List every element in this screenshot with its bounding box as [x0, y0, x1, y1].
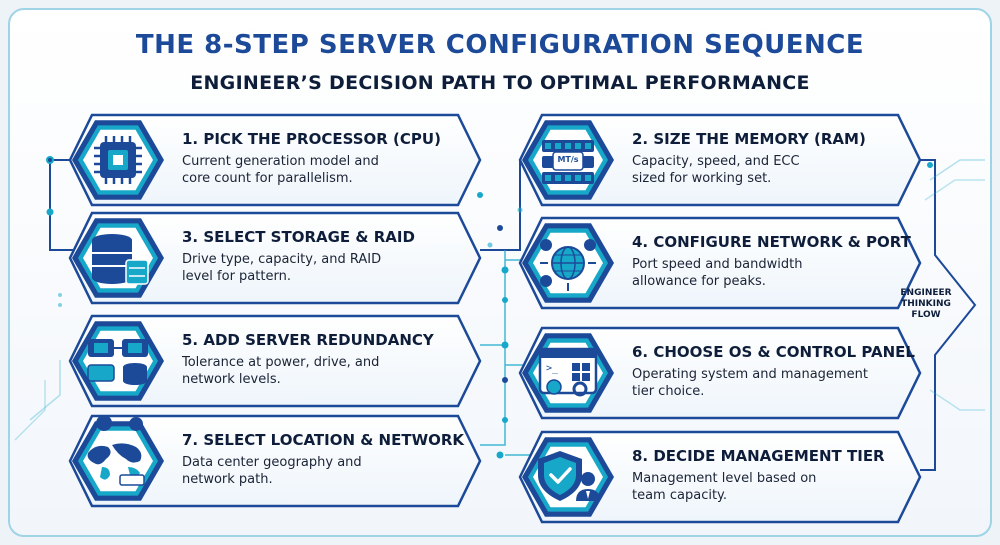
step-heading: 1. PICK THE PROCESSOR (CPU): [182, 130, 441, 148]
step-card-shape: >_: [518, 326, 922, 420]
step-card-6: >_ 6. CHOOSE OS & CONTROL PANEL Operating…: [518, 326, 922, 420]
step-card-shape: [68, 113, 482, 207]
step-description-line: Data center geography and: [182, 455, 362, 470]
step-card-shape: [68, 414, 482, 508]
world-map-icon: [87, 415, 145, 486]
step-description-line: Tolerance at power, drive, and: [182, 355, 380, 370]
step-description-line: Operating system and management: [632, 367, 868, 382]
step-description-line: team capacity.: [632, 488, 728, 503]
step-description-line: Port speed and bandwidth: [632, 257, 803, 272]
step-description-line: core count for parallelism.: [182, 171, 353, 186]
step-card-shape: [518, 113, 922, 207]
page-title: THE 8-STEP SERVER CONFIGURATION SEQUENCE: [135, 30, 865, 60]
step-description-line: Management level based on: [632, 471, 817, 486]
step-card-4: 4. CONFIGURE NETWORK & PORT Port speed an…: [518, 216, 922, 310]
flow-label: ENGINEER THINKING FLOW: [900, 288, 952, 320]
storage-icon: [92, 234, 149, 285]
step-heading: 8. DECIDE MANAGEMENT TIER: [632, 447, 885, 465]
step-card-shape: [68, 211, 482, 305]
svg-text:>_: >_: [546, 363, 559, 374]
step-card-7: 7. SELECT LOCATION & NETWORK Data center …: [68, 414, 482, 508]
step-card-shape: [518, 216, 922, 310]
step-description-line: level for pattern.: [182, 269, 291, 284]
step-description-line: network path.: [182, 472, 273, 487]
step-card-5: 5. ADD SERVER REDUNDANCY Tolerance at pow…: [68, 314, 482, 408]
step-description-line: tier choice.: [632, 384, 705, 399]
step-description-line: allowance for peaks.: [632, 274, 766, 289]
step-card-shape: [68, 314, 482, 408]
page-subtitle: ENGINEER’S DECISION PATH TO OPTIMAL PERF…: [190, 72, 810, 94]
step-description-line: Capacity, speed, and ECC: [632, 154, 800, 169]
step-heading: 7. SELECT LOCATION & NETWORK: [182, 431, 465, 449]
step-heading: 3. SELECT STORAGE & RAID: [182, 228, 415, 246]
step-card-shape: [518, 430, 922, 524]
cpu-icon: [94, 136, 142, 184]
step-card-8: 8. DECIDE MANAGEMENT TIER Management leve…: [518, 430, 922, 524]
step-heading: 6. CHOOSE OS & CONTROL PANEL: [632, 343, 915, 361]
step-description-line: Current generation model and: [182, 154, 379, 169]
shield-admin-icon: [538, 451, 600, 501]
memory-chip-label: MT/s: [557, 155, 579, 164]
globe-network-icon: [540, 239, 596, 291]
memory-icon: [542, 140, 594, 184]
step-description-line: Drive type, capacity, and RAID: [182, 252, 382, 267]
step-card-3: 3. SELECT STORAGE & RAID Drive type, capa…: [68, 211, 482, 305]
os-panel-icon: >_: [538, 347, 598, 397]
step-card-1: 1. PICK THE PROCESSOR (CPU) Current gener…: [68, 113, 482, 207]
step-description-line: sized for working set.: [632, 171, 772, 186]
step-heading: 2. SIZE THE MEMORY (RAM): [632, 130, 866, 148]
redundancy-icon: [87, 339, 148, 385]
step-description-line: network levels.: [182, 372, 281, 387]
step-card-2: MT/s 2. SIZE THE MEMORY (RAM) Capacity, sp…: [518, 113, 922, 207]
step-heading: 5. ADD SERVER REDUNDANCY: [182, 331, 434, 349]
step-heading: 4. CONFIGURE NETWORK & PORT: [632, 233, 911, 251]
